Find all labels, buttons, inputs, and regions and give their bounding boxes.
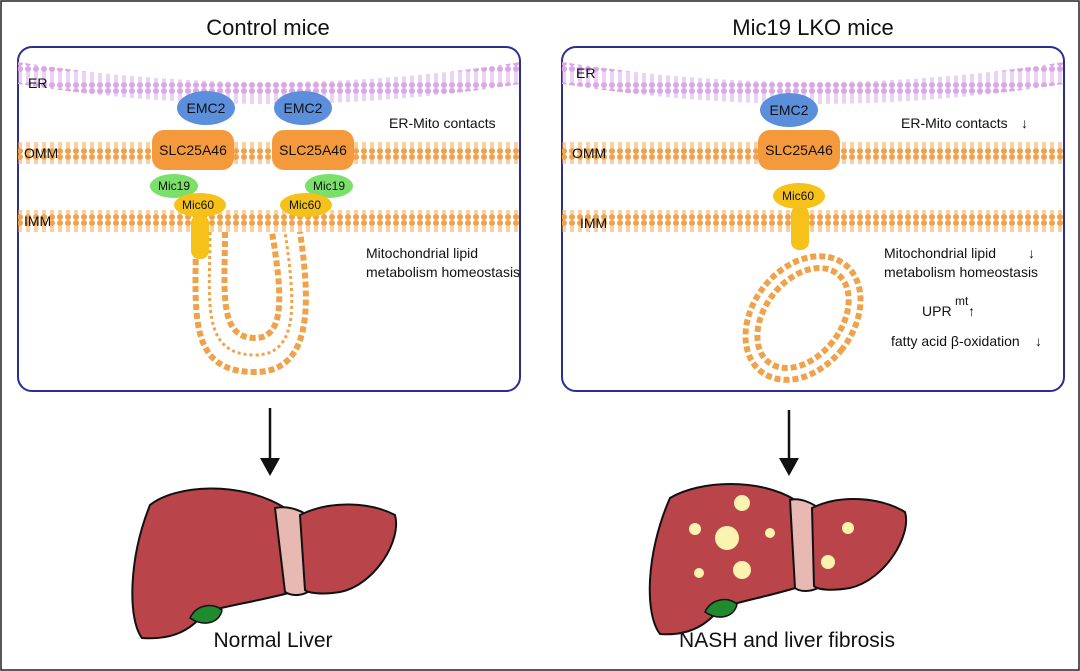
control-crista-outer [192,231,309,376]
control-title: Control mice [206,15,329,40]
control-emc2-2 [274,91,332,125]
lko-complex: EMC2 SLC25A46 Mic60 [758,93,840,250]
lipid-droplet [765,528,775,538]
svg-text:SLC25A46: SLC25A46 [159,142,227,158]
lko-lipid-arrow: ↓ [1028,245,1035,261]
svg-text:EMC2: EMC2 [770,102,809,118]
lko-mic60 [773,183,825,209]
lipid-droplet [733,561,751,579]
control-lipid-note-2: metabolism homeostasis [366,264,520,280]
svg-text:Mic60: Mic60 [782,189,814,203]
control-slc-2 [272,130,354,170]
lko-title: Mic19 LKO mice [732,15,893,40]
control-er-label: ER [28,75,47,91]
lko-fao-note: fatty acid β-oxidation [891,333,1020,349]
lko-contacts-arrow: ↓ [1021,115,1028,131]
lko-caption: NASH and liver fibrosis [679,629,895,652]
control-crista-inner [207,231,294,357]
lko-arrow-head [779,458,799,476]
svg-text:EMC2: EMC2 [284,100,323,116]
lko-vesicle-outer [742,253,864,383]
lko-upr-arrow: ↑ [968,303,975,319]
control-complex-1: EMC2 SLC25A46 Mic19 Mic60 [150,91,235,259]
control-imm-membrane [18,210,520,232]
control-slc-1 [152,130,234,170]
nash-gallbladder [704,598,738,618]
lko-lipid-note-1: Mitochondrial lipid [884,245,996,261]
lko-omm-label: OMM [572,145,606,161]
control-emc2-1 [177,91,235,125]
control-omm-membrane [18,142,520,164]
control-crista-core [221,231,283,342]
lko-er-label: ER [576,65,595,81]
svg-text:SLC25A46: SLC25A46 [279,142,347,158]
lko-imm-membrane [562,210,1064,232]
lipid-droplet [715,526,739,550]
lipid-droplet [821,555,835,569]
control-arrow-head [260,458,280,476]
lipid-droplet [734,495,750,511]
lko-imm-label: IMM [580,215,607,231]
svg-text:Mic60: Mic60 [289,198,321,212]
control-mic19-1 [150,174,198,198]
control-mic60-2 [280,193,332,217]
lko-fao-arrow: ↓ [1035,333,1042,349]
control-contacts-note: ER-Mito contacts [389,115,496,131]
lko-emc2 [760,93,818,127]
lko-upr-sup: mt [955,294,969,308]
lipid-droplet [689,523,701,535]
control-imm-label: IMM [24,213,51,229]
lipid-droplet [694,568,704,578]
control-er-membrane [18,62,520,104]
control-mic19-2 [305,174,353,198]
lipid-droplet [842,522,854,534]
control-caption: Normal Liver [213,629,332,652]
lko-upr-note: UPR [922,303,952,319]
control-omm-label: OMM [24,145,58,161]
normal-gallbladder [189,604,223,624]
lko-vesicle-inner [754,265,852,371]
control-mic60-1 [174,193,226,217]
lko-lipid-note-2: metabolism homeostasis [884,264,1038,280]
svg-text:Mic19: Mic19 [158,179,190,193]
lko-er-membrane [562,62,1064,104]
lko-contacts-note: ER-Mito contacts [901,115,1008,131]
nash-liver [648,483,908,636]
svg-text:SLC25A46: SLC25A46 [765,142,833,158]
lko-slc [758,130,840,170]
svg-text:EMC2: EMC2 [187,100,226,116]
normal-liver [131,487,398,640]
control-lipid-note-1: Mitochondrial lipid [366,245,478,261]
svg-text:Mic60: Mic60 [182,198,214,212]
svg-text:Mic19: Mic19 [313,179,345,193]
control-complex-2: EMC2 SLC25A46 Mic19 Mic60 [272,91,354,217]
